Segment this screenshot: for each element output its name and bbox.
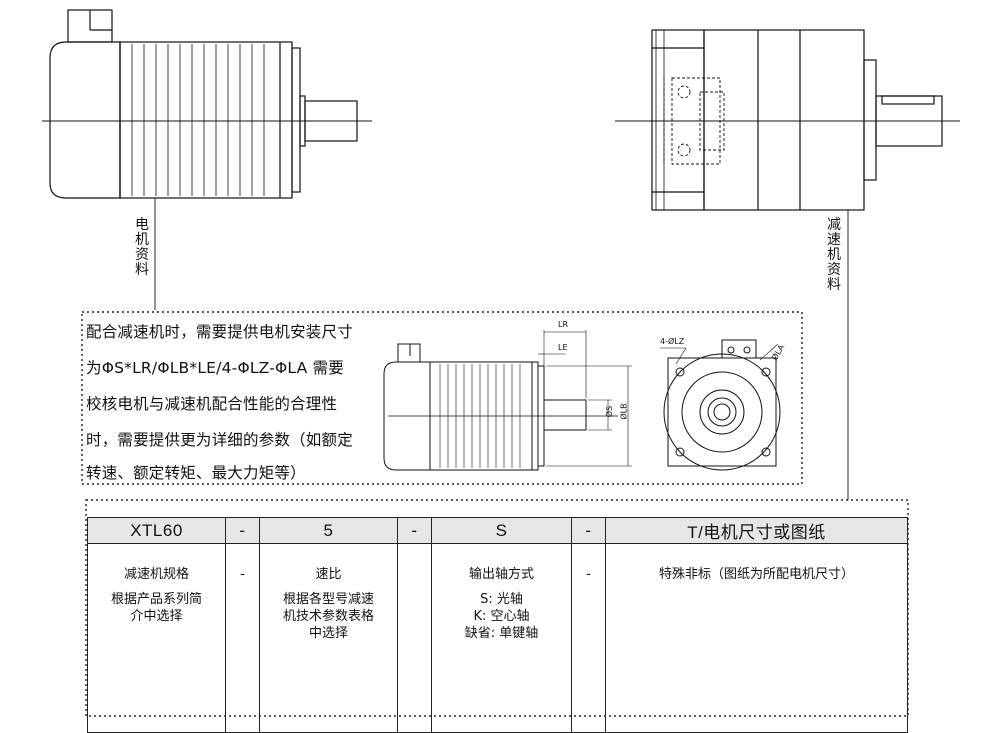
reducer-info-label: 减速机资料 (827, 217, 841, 293)
motor-dimension-drawing (383, 330, 781, 471)
code-shaft: S (431, 517, 572, 544)
detail-sep-1: - (225, 543, 260, 733)
dim-lz: 4-ØLZ (660, 337, 685, 346)
code-special: T/电机尺寸或图纸 (605, 517, 908, 544)
order-code-table: XTL60 - 5 - S - T/电机尺寸或图纸 减速机规格 根据产品系列简 … (87, 517, 908, 733)
detail-ratio-text: 根据各型号减速 机技术参数表格 中选择 (282, 592, 374, 641)
code-sep-2: - (397, 517, 432, 544)
detail-sep-3: - (571, 543, 606, 733)
detail-ratio: 速比 根据各型号减速 机技术参数表格 中选择 (259, 543, 398, 733)
motor-drawing (42, 9, 372, 310)
description-line-2: 为ΦS*LR/ΦLB*LE/4-ΦLZ-ΦLA 需要 (86, 359, 344, 377)
detail-series: 减速机规格 根据产品系列简 介中选择 (87, 543, 226, 733)
order-code-detail-row: 减速机规格 根据产品系列简 介中选择 - 速比 根据各型号减速 机技术参数表格 … (87, 543, 908, 733)
detail-ratio-title: 速比 (315, 567, 342, 582)
detail-series-title: 减速机规格 (123, 567, 189, 582)
description-line-4: 时，需要提供更为详细的参数（如额定 (86, 431, 353, 449)
reducer-drawing (615, 29, 960, 500)
code-series: XTL60 (87, 517, 226, 544)
code-sep-3: - (571, 517, 606, 544)
dim-le: LE (558, 343, 568, 352)
detail-shaft-text: S: 光轴 K: 空心轴 缺省: 单键轴 (464, 592, 539, 641)
detail-special-title: 特殊非标（图纸为所配电机尺寸） (658, 567, 854, 582)
motor-info-box (81, 311, 803, 485)
motor-info-label: 电机资料 (135, 217, 149, 278)
description-line-1: 配合减速机时，需要提供电机安装尺寸 (86, 323, 353, 341)
description-line-5: 转速、额定转矩、最大力矩等） (86, 464, 306, 482)
code-ratio: 5 (259, 517, 398, 544)
dim-s: ØS (605, 405, 615, 418)
motor-front-view (660, 339, 781, 471)
detail-special: 特殊非标（图纸为所配电机尺寸） (605, 543, 908, 733)
detail-shaft: 输出轴方式 S: 光轴 K: 空心轴 缺省: 单键轴 (431, 543, 572, 733)
description-line-3: 校核电机与减速机配合性能的合理性 (86, 395, 338, 413)
detail-sep-2 (397, 543, 432, 733)
dim-lr: LR (558, 320, 569, 329)
dim-lb: ØLB (619, 403, 629, 420)
order-code-header-row: XTL60 - 5 - S - T/电机尺寸或图纸 (87, 517, 908, 544)
detail-series-text: 根据产品系列简 介中选择 (110, 592, 202, 624)
detail-shaft-title: 输出轴方式 (468, 567, 534, 582)
code-sep-1: - (225, 517, 260, 544)
order-code-box (85, 499, 909, 717)
